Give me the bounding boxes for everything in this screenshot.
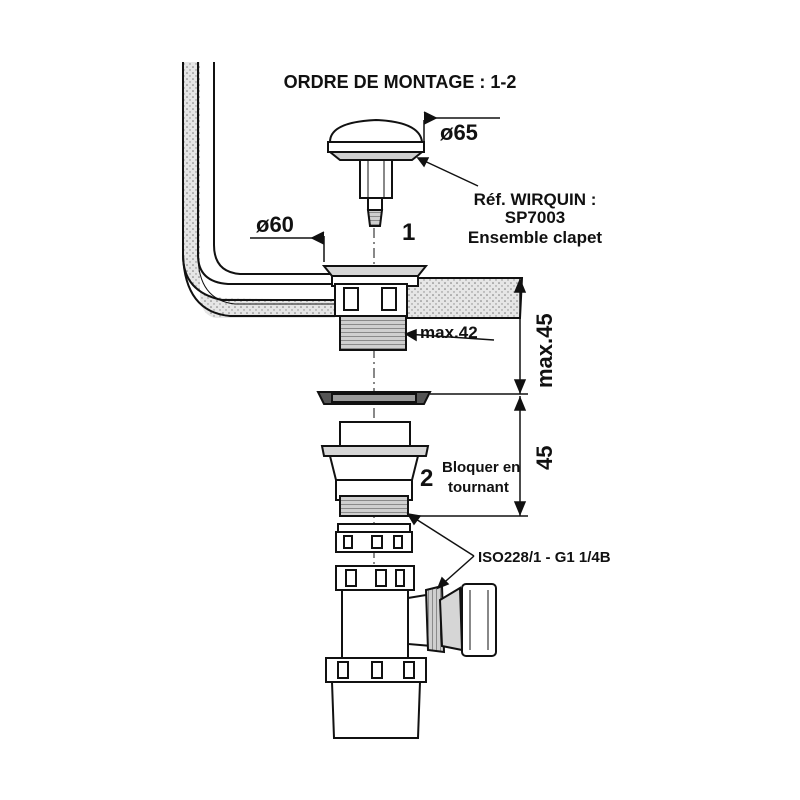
assembly-order-title: ORDRE DE MONTAGE : 1-2: [284, 72, 517, 92]
step-2-instruction-line2: tournant: [448, 479, 509, 496]
thread-spec-leaders: [406, 512, 475, 590]
step-2-instruction-line1: Bloquer en: [442, 459, 520, 476]
lock-nut-sleeve: [320, 421, 430, 517]
outlet-nut: [438, 583, 497, 657]
dimension-max45: [430, 278, 528, 395]
body-diameter-label: ø60: [256, 212, 294, 237]
ref-leader: [416, 157, 479, 187]
ref-label-line3: Ensemble clapet: [468, 228, 603, 247]
dim45-label: 45: [532, 446, 557, 470]
max42-label: max.42: [420, 323, 478, 342]
basin-wall: [182, 62, 335, 318]
cap-diameter-label: ø65: [440, 120, 478, 145]
countertop: [404, 277, 524, 319]
step-1-number: 1: [402, 219, 415, 246]
max45-label: max.45: [532, 313, 557, 388]
max42-leader: [404, 328, 495, 342]
ref-label-line1: Réf. WIRQUIN :: [474, 190, 597, 209]
ref-label-line2: SP7003: [505, 208, 566, 227]
dimension-body-diameter: [250, 231, 325, 262]
bottle-trap: [325, 523, 446, 739]
gasket: [316, 391, 432, 405]
dimension-45: [410, 396, 528, 517]
thread-spec-label: ISO228/1 - G1 1/4B: [478, 549, 611, 566]
waste-body: [321, 265, 429, 351]
drain-cap: [327, 118, 425, 227]
dimension-cap-diameter: [423, 111, 500, 150]
step-2-number: 2: [420, 465, 433, 492]
